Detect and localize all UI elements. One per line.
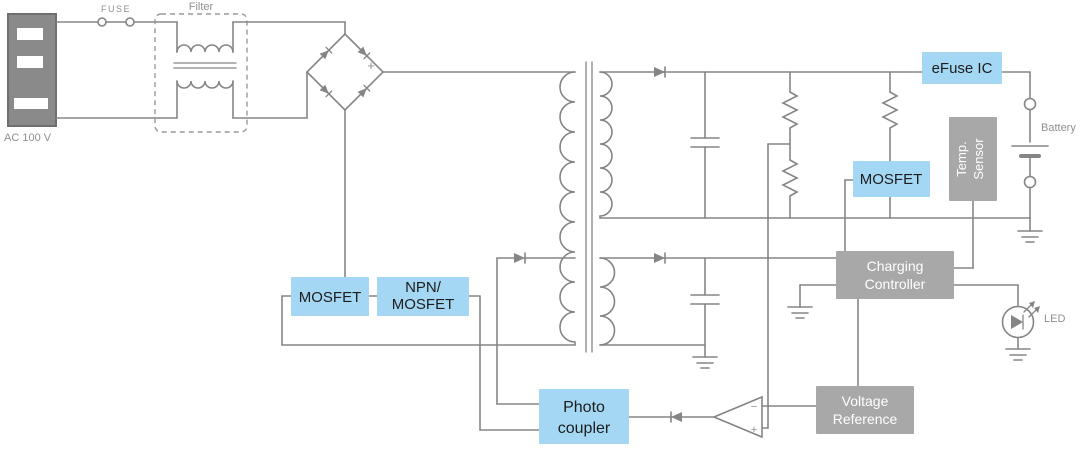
photo-coupler-label-line2: coupler [558,420,611,437]
filter-boundary [154,13,248,133]
plug-slot [17,56,43,68]
aux-output [599,252,837,369]
temp-sensor-box: Temp. Sensor [949,117,997,201]
secondary-mosfet-branch [844,71,899,252]
mosfet-primary-box: MOSFET [291,277,369,316]
efuse-ic-label: eFuse IC [932,60,993,77]
output-diode-icon [653,66,666,78]
ground-icon [787,306,813,319]
voltage-reference-rect [816,386,914,434]
charging-controller-label-line2: Controller [865,276,926,292]
battery-label: Battery [1041,122,1076,134]
temp-sensor-rect [949,117,997,201]
battery-terminal [1023,175,1037,189]
mosfet-secondary-rect [853,161,930,197]
photo-coupler-label-line1: Photo [563,399,605,416]
secondary-winding-main [599,71,613,219]
photo-coupler-rect [539,389,629,444]
primary-diode-icon [513,252,526,264]
voltage-reference-label-line1: Voltage [842,393,889,409]
ac-plug: AC 100 V [4,13,57,144]
comparator-plus-sign: + [751,424,757,436]
mosfet-secondary-label: MOSFET [860,171,923,188]
aux-diode-icon [653,252,666,264]
comparator-minus-sign: − [751,401,757,413]
plug-slot [14,98,48,109]
feedback-comparator: − + [628,395,817,439]
fuse-label: FUSE [101,4,131,14]
primary-winding [559,71,576,346]
choke-winding-top [176,44,234,53]
plug-slot [17,28,43,40]
mosfet-primary-label: MOSFET [299,289,362,306]
bridge-plus-sign: + [367,58,375,73]
output-capacitor [690,71,720,219]
charging-controller-label-line1: Charging [867,258,924,274]
photo-coupler-box: Photo coupler [539,389,629,444]
efuse-ic-rect [922,52,1002,84]
ground-icon [1005,348,1031,361]
voltage-reference-label-line2: Reference [833,411,898,427]
temp-sensor-wiring [953,200,974,269]
led-label: LED [1044,313,1065,325]
ground-icon [692,356,718,369]
battery-branch: Battery [1011,71,1076,243]
primary-wiring [281,71,576,431]
charging-controller-rect [836,251,954,299]
charging-controller-box: Charging Controller [836,251,954,299]
battery-terminal [1023,97,1037,111]
npn-mosfet-label-line2: MOSFET [392,296,455,313]
efuse-ic-box: eFuse IC [922,52,1002,84]
emi-filter: Filter [55,1,248,133]
temp-sensor-label-line1: Temp. [954,141,969,176]
mosfet-primary-rect [291,277,369,316]
status-led: LED [1001,301,1065,361]
npn-mosfet-rect [377,277,469,316]
feedback-divider [761,71,799,429]
transformer [559,61,616,353]
aux-capacitor [690,257,720,346]
secondary-output: Battery [599,66,1076,429]
feedback-diode-icon [670,411,683,423]
resistor-icon [781,91,799,129]
temp-sensor-label-line2: Sensor [971,138,986,180]
secondary-winding-aux [599,257,616,346]
comparator-icon [711,395,763,439]
resistor-icon [881,91,899,129]
voltage-reference-box: Voltage Reference [816,386,914,434]
ac-input-label: AC 100 V [4,132,52,144]
filter-label: Filter [189,1,214,13]
npn-mosfet-label-line1: NPN/ [405,279,442,296]
resistor-icon [781,159,799,197]
choke-winding-bottom [176,80,234,89]
bridge-rectifier: + [232,21,385,119]
ground-icon [1017,230,1043,243]
npn-mosfet-box: NPN/ MOSFET [377,277,469,316]
controller-wiring [787,284,1019,387]
mosfet-secondary-box: MOSFET [853,161,930,197]
